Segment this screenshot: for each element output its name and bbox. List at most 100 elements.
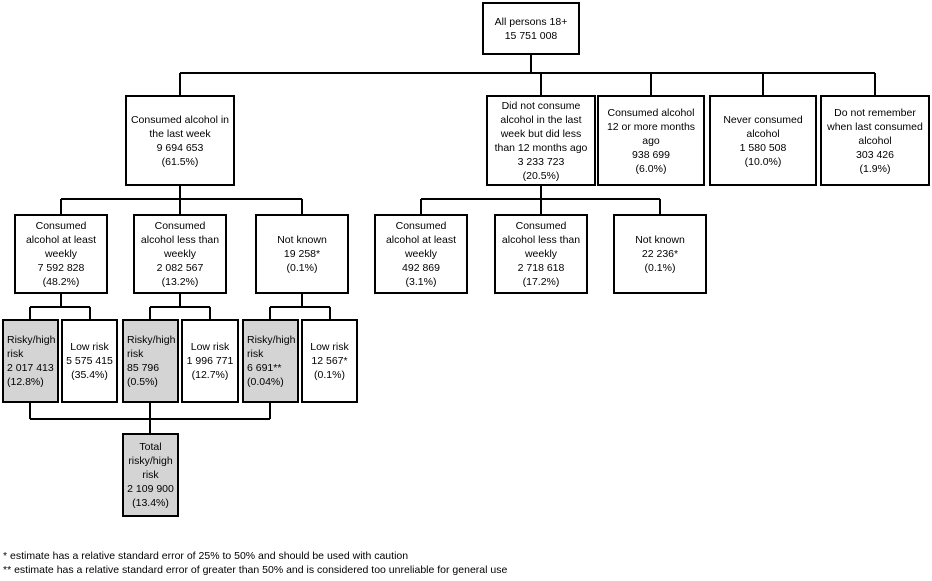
node-line: (12.7%) [191, 369, 229, 381]
node-never: Never consumed alcohol 1 580 508 (10.0%) [709, 95, 817, 186]
node-risk-unknown: Risky/high risk 6 691** (0.04%) [242, 319, 299, 403]
node-risk-less: Risky/high risk 85 796 (0.5%) [122, 319, 179, 403]
node-total-risky: Total risky/high risk 2 109 900 (13.4%) [122, 433, 179, 517]
node-line: Not known [635, 234, 685, 246]
node-all-persons: All persons 18+ 15 751 008 [482, 2, 580, 55]
node-line: when last consumed [827, 120, 923, 133]
node-line: Consumed alcohol in [130, 113, 230, 126]
node-line: Low risk [70, 341, 109, 353]
node-line: (20.5%) [522, 169, 560, 182]
node-b-less: Consumed alcohol less than weekly 2 718 … [494, 214, 588, 294]
node-line: Risky/high [127, 334, 176, 346]
node-line: Low risk [190, 341, 230, 353]
node-twelve-months: Consumed alcohol 12 or more months ago 9… [597, 95, 705, 186]
node-line: Do not remember [834, 106, 916, 119]
node-a-unknown: Not known 19 258* (0.1%) [255, 214, 349, 294]
node-line: (0.04%) [247, 376, 284, 388]
node-line: alcohol [746, 127, 780, 140]
node-line: 22 236* [641, 248, 679, 260]
node-line: the last week [149, 127, 211, 140]
node-line: alcohol at least [25, 234, 97, 246]
node-line: (35.4%) [71, 369, 108, 381]
node-line: All persons 18+ [494, 15, 568, 28]
node-line: 2 109 900 [127, 483, 174, 495]
node-line: Consumed [154, 220, 206, 232]
node-line: (0.1%) [286, 262, 318, 274]
node-line: alcohol at least [385, 234, 457, 246]
node-line: weekly [404, 248, 438, 260]
node-line: (0.5%) [127, 376, 158, 388]
node-line: (48.2%) [42, 276, 80, 288]
node-line: Consumed [515, 220, 567, 232]
node-line: Low risk [310, 341, 349, 353]
node-line: 5 575 415 [66, 355, 113, 367]
node-line: (61.5%) [161, 155, 199, 168]
node-line: Total [139, 441, 162, 453]
node-line: 12 567* [311, 355, 348, 367]
node-line: 3 233 723 [517, 155, 565, 168]
node-line: week but did less [500, 127, 582, 140]
node-line: (13.4%) [132, 497, 169, 509]
node-low-less: Low risk 1 996 771 (12.7%) [181, 319, 239, 403]
node-line: (1.9%) [859, 162, 891, 175]
node-line: Risky/high [7, 334, 56, 346]
node-a-less: Consumed alcohol less than weekly 2 082 … [133, 214, 227, 294]
node-line: weekly [44, 248, 78, 260]
node-line: 85 796 [127, 362, 160, 374]
node-not-last-week: Did not consume alcohol in the last week… [486, 95, 596, 186]
node-line: 19 258* [283, 248, 321, 260]
node-line: Consumed alcohol [607, 106, 695, 119]
connector-lines [29, 55, 876, 433]
node-line: 2 718 618 [517, 262, 565, 274]
node-line: 15 751 008 [504, 29, 558, 42]
node-line: Not known [277, 234, 327, 246]
node-line: Risky/high [247, 334, 296, 346]
node-line: risk [127, 348, 144, 360]
node-low-weekly: Low risk 5 575 415 (35.4%) [61, 319, 118, 403]
node-b-weekly: Consumed alcohol at least weekly 492 869… [374, 214, 468, 294]
node-dont-remember: Do not remember when last consumed alcoh… [820, 95, 930, 186]
node-line: than 12 months ago [494, 141, 588, 154]
node-line: alcohol less than [140, 234, 220, 246]
node-risk-weekly: Risky/high risk 2 017 413 (12.8%) [2, 319, 59, 403]
node-line: risk [7, 348, 24, 360]
node-line: 1 996 771 [186, 355, 234, 367]
node-line: 12 or more months [606, 120, 696, 133]
node-line: weekly [163, 248, 197, 260]
node-line: (10.0%) [744, 155, 782, 168]
footnotes: * estimate has a relative standard error… [3, 549, 507, 577]
node-line: 6 691** [247, 362, 282, 374]
node-line: alcohol [858, 134, 892, 147]
footnote-single-asterisk: * estimate has a relative standard error… [3, 550, 409, 562]
node-line: 303 426 [856, 148, 894, 161]
node-line: (0.1%) [644, 262, 676, 274]
node-line: 938 699 [632, 148, 670, 161]
node-line: risky/high [128, 455, 173, 467]
node-line: Did not consume [501, 99, 581, 112]
node-line: 7 592 828 [37, 262, 85, 274]
node-line: 1 580 508 [739, 141, 787, 154]
node-line: (17.2%) [522, 276, 560, 288]
node-line: Never consumed [723, 113, 803, 126]
node-line: (12.8%) [7, 376, 44, 388]
node-line: risk [247, 348, 264, 360]
node-line: 2 082 567 [156, 262, 204, 274]
node-line: 492 869 [402, 262, 440, 274]
node-line: Consumed [35, 220, 87, 232]
node-consumed-last-week: Consumed alcohol in the last week 9 694 … [125, 95, 235, 186]
node-line: weekly [524, 248, 558, 260]
node-line: 2 017 413 [7, 362, 54, 374]
node-line: (3.1%) [405, 276, 437, 288]
node-line: Consumed [395, 220, 447, 232]
node-line: risk [142, 469, 159, 481]
node-line: alcohol in the last [500, 113, 582, 126]
node-a-weekly: Consumed alcohol at least weekly 7 592 8… [14, 214, 108, 294]
node-line: alcohol less than [501, 234, 581, 246]
node-line: 9 694 653 [156, 141, 204, 154]
node-b-unknown: Not known 22 236* (0.1%) [613, 214, 707, 294]
node-line: ago [642, 134, 660, 147]
node-low-unknown: Low risk 12 567* (0.1%) [301, 319, 358, 403]
node-line: (6.0%) [635, 162, 667, 175]
footnote-double-asterisk: ** estimate has a relative standard erro… [3, 564, 508, 576]
